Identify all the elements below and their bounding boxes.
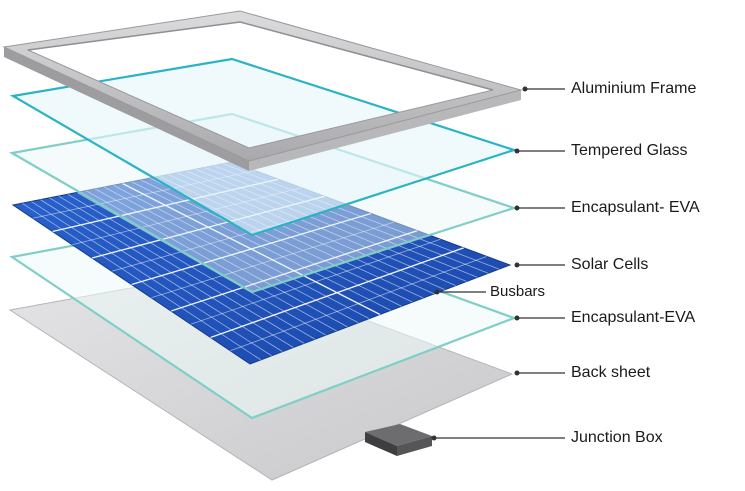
label-tempered-glass: Tempered Glass: [571, 142, 688, 159]
label-encapsulant-eva-top: Encapsulant- EVA: [571, 199, 700, 216]
leader-lines: [434, 88, 565, 439]
junction-box: [365, 424, 432, 456]
label-junction-box: Junction Box: [571, 429, 663, 446]
label-busbars: Busbars: [490, 283, 546, 300]
busbar-line: [122, 182, 381, 316]
label-encapsulant-eva-bottom: Encapsulant-EVA: [571, 309, 696, 326]
aluminium-frame-layer: [2, 10, 523, 171]
label-aluminium-frame: Aluminium Frame: [571, 80, 697, 97]
solar-cells-layer: [11, 161, 512, 365]
label-back-sheet: Back sheet: [571, 364, 651, 381]
label-solar-cells: Solar Cells: [571, 256, 649, 273]
